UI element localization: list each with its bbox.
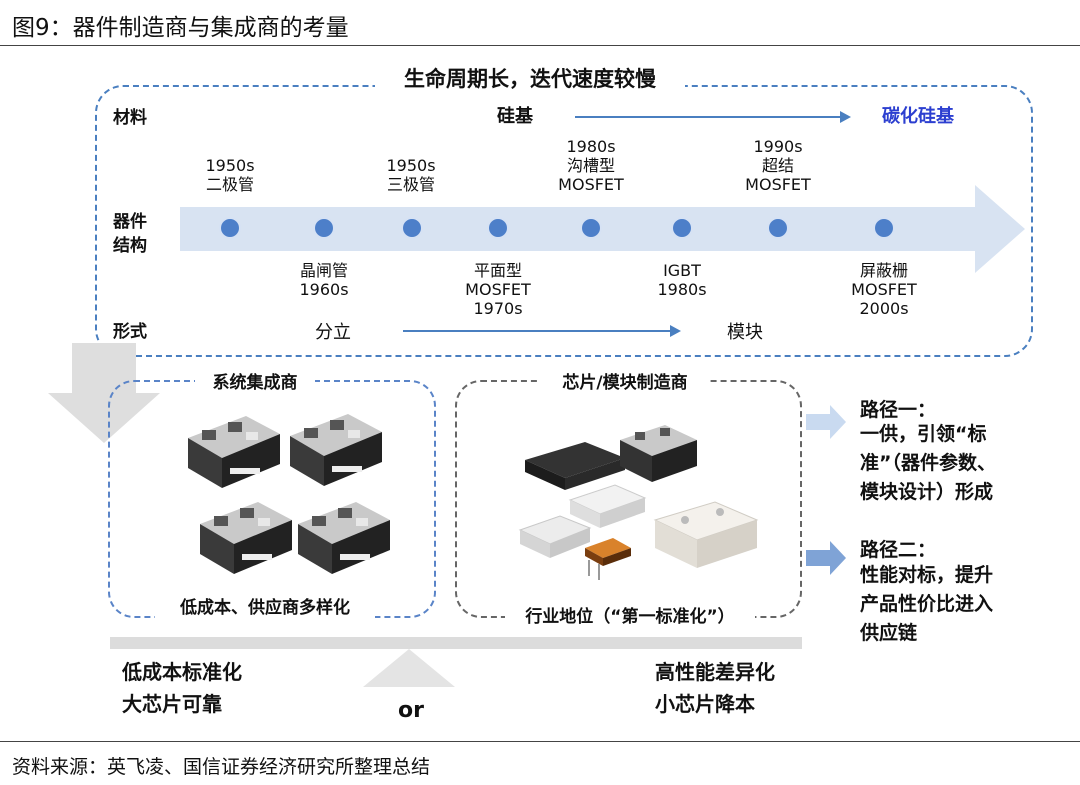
- pivot-triangle: [363, 649, 455, 691]
- path-two-line3: 供应链: [860, 622, 918, 644]
- balance-bar: [110, 637, 802, 649]
- path-one-line1: 一供，引领“标: [860, 423, 987, 445]
- path-two-line1: 性能对标，提升: [860, 564, 994, 586]
- milestone-diode: 1950s 二极管: [205, 156, 255, 194]
- manufacturer-image: [515, 420, 765, 594]
- figure-title: 图9：器件制造商与集成商的考量: [12, 15, 349, 41]
- material-arrow-line: [575, 116, 841, 118]
- manufacturer-caption: 行业地位（“第一标准化”）: [505, 604, 755, 630]
- path-one-arrow: [806, 405, 846, 443]
- milestone-shielded-gate-mosfet: 屏蔽栅 MOSFET 2000s: [851, 261, 917, 318]
- timeline-dot: [873, 217, 895, 239]
- timeline-dot: [313, 217, 335, 239]
- path-two-arrow: [806, 541, 846, 579]
- milestone-superjunction-mosfet: 1990s 超结 MOSFET: [745, 137, 811, 194]
- timeline-dot: [487, 217, 509, 239]
- row-label-structure-1: 器件: [113, 212, 147, 232]
- timeline-dot: [671, 217, 693, 239]
- top-rule: [0, 45, 1080, 46]
- form-from: 分立: [315, 322, 351, 343]
- bottom-rule: [0, 741, 1080, 742]
- path-one-line2: 准”（器件参数、: [860, 452, 996, 474]
- timeline-dot: [219, 217, 241, 239]
- milestone-thyristor: 晶闸管 1960s: [299, 261, 349, 299]
- path-one-line3: 模块设计）形成: [860, 481, 994, 503]
- material-from: 硅基: [497, 106, 533, 127]
- integrator-image: [180, 412, 400, 596]
- right-option-line1: 高性能差异化: [655, 660, 775, 684]
- row-label-structure-2: 结构: [113, 236, 147, 256]
- left-option-line1: 低成本标准化: [122, 660, 242, 684]
- path-two-title: 路径二：: [860, 539, 937, 561]
- timeline-dot: [767, 217, 789, 239]
- form-arrow-head: [670, 325, 681, 337]
- manufacturer-title: 芯片/模块制造商: [540, 370, 710, 396]
- timeline-dot: [580, 217, 602, 239]
- milestone-igbt: IGBT 1980s: [657, 261, 707, 299]
- integrator-caption: 低成本、供应商多样化: [155, 595, 375, 621]
- timeline-dot: [401, 217, 423, 239]
- or-label: or: [398, 698, 424, 723]
- row-label-material: 材料: [113, 108, 147, 128]
- material-to: 碳化硅基: [882, 106, 954, 127]
- integrator-title: 系统集成商: [195, 370, 315, 396]
- path-two-line2: 产品性价比进入: [860, 593, 994, 615]
- milestone-planar-mosfet: 平面型 MOSFET 1970s: [465, 261, 531, 318]
- form-to: 模块: [727, 322, 763, 343]
- milestone-transistor: 1950s 三极管: [386, 156, 436, 194]
- path-one-title: 路径一：: [860, 399, 937, 421]
- down-arrow: [48, 343, 160, 447]
- right-option-line2: 小芯片降本: [655, 692, 755, 716]
- timeline-arrow: [180, 185, 1025, 273]
- source-note: 资料来源：英飞凌、国信证券经济研究所整理总结: [12, 756, 431, 778]
- material-arrow-head: [840, 111, 851, 123]
- form-arrow-line: [403, 330, 671, 332]
- row-label-form: 形式: [113, 322, 147, 342]
- timeline-header: 生命周期长，迭代速度较慢: [375, 62, 685, 96]
- left-option-line2: 大芯片可靠: [122, 692, 222, 716]
- milestone-trench-mosfet: 1980s 沟槽型 MOSFET: [558, 137, 624, 194]
